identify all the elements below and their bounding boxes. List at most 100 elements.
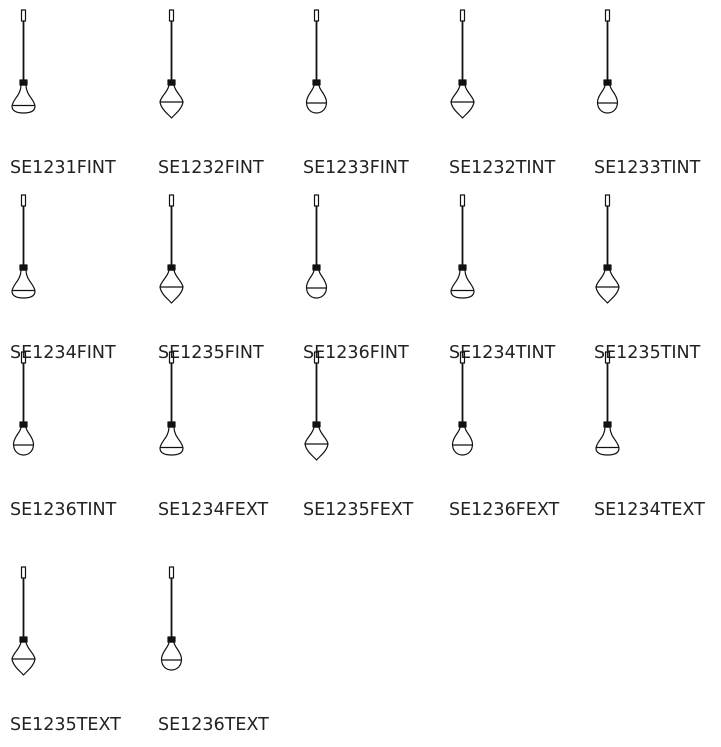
ceiling-mount <box>604 9 611 22</box>
product-code-label: SE1232FINT <box>158 158 264 178</box>
lamp-item: SE1233FINT <box>303 9 433 190</box>
lamp-item: SE1236FEXT <box>449 351 579 532</box>
ceiling-mount <box>313 351 320 364</box>
product-code-label: SE1235FINT <box>158 343 264 363</box>
lamp-item: SE1236FINT <box>303 194 433 375</box>
bulb-icon <box>160 566 183 671</box>
bulb-icon <box>12 351 35 456</box>
shade-outline <box>450 269 475 299</box>
product-code-label: SE1234TEXT <box>594 500 705 520</box>
ceiling-mount <box>168 9 175 22</box>
shade-outline <box>160 641 183 671</box>
flare-icon <box>595 351 620 456</box>
ceiling-mount <box>459 9 466 22</box>
shade-outline <box>11 269 36 299</box>
lamp-item: SE1234TEXT <box>594 351 721 532</box>
product-code-label: SE1232TINT <box>449 158 556 178</box>
flare-icon <box>159 351 184 456</box>
lamp-item: SE1235FEXT <box>303 351 433 532</box>
lamp-socket <box>458 421 467 428</box>
lamp-item: SE1232FINT <box>158 9 288 190</box>
product-code-label: SE1235TEXT <box>10 715 121 735</box>
ceiling-mount <box>604 351 611 364</box>
ceiling-mount <box>20 9 27 22</box>
lamp-socket <box>167 636 176 643</box>
ceiling-mount <box>313 194 320 207</box>
lamp-item: SE1231FINT <box>10 9 140 190</box>
shade-outline <box>596 84 619 114</box>
bulb-icon <box>305 9 328 114</box>
ceiling-mount <box>20 351 27 364</box>
diamond-icon <box>159 9 184 119</box>
lamp-item: SE1233TINT <box>594 9 721 190</box>
product-code-label: SE1236FINT <box>303 343 409 363</box>
product-code-label: SE1233FINT <box>303 158 409 178</box>
lamp-item: SE1234FINT <box>10 194 140 375</box>
ceiling-mount <box>313 9 320 22</box>
product-code-label: SE1234FINT <box>10 343 116 363</box>
product-code-label: SE1234TINT <box>449 343 556 363</box>
lamp-item: SE1234FEXT <box>158 351 288 532</box>
flare-icon <box>450 194 475 299</box>
lamp-socket <box>167 79 176 86</box>
diamond-icon <box>450 9 475 119</box>
lamp-socket <box>458 79 467 86</box>
lamp-item: SE1232TINT <box>449 9 579 190</box>
flare-icon <box>11 9 36 114</box>
diamond-icon <box>11 566 36 676</box>
lamp-socket <box>603 79 612 86</box>
product-code-label: SE1235TINT <box>594 343 701 363</box>
product-code-label: SE1236TEXT <box>158 715 269 735</box>
lamp-item: SE1236TINT <box>10 351 140 532</box>
product-code-label: SE1233TINT <box>594 158 701 178</box>
lamp-socket <box>603 421 612 428</box>
shade-outline <box>305 269 328 299</box>
shade-outline <box>11 84 36 114</box>
ceiling-mount <box>20 194 27 207</box>
product-code-label: SE1236TINT <box>10 500 117 520</box>
ceiling-mount <box>604 194 611 207</box>
ceiling-mount <box>168 566 175 579</box>
lamp-item: SE1235TEXT <box>10 566 140 747</box>
shade-outline <box>304 426 329 461</box>
shade-outline <box>451 426 474 456</box>
product-code-label: SE1236FEXT <box>449 500 560 520</box>
shade-outline <box>159 426 184 456</box>
lamp-socket <box>312 79 321 86</box>
product-code-label: SE1234FEXT <box>158 500 269 520</box>
shade-outline <box>11 641 36 676</box>
lamp-socket <box>312 421 321 428</box>
ceiling-mount <box>168 194 175 207</box>
shade-outline <box>595 269 620 304</box>
product-code-label: SE1231FINT <box>10 158 116 178</box>
ceiling-mount <box>20 566 27 579</box>
lamp-item: SE1235FINT <box>158 194 288 375</box>
lamp-socket <box>19 421 28 428</box>
shade-outline <box>159 84 184 119</box>
bulb-icon <box>305 194 328 299</box>
lamp-socket <box>19 264 28 271</box>
lamp-item: SE1235TINT <box>594 194 721 375</box>
lamp-socket <box>603 264 612 271</box>
shade-outline <box>12 426 35 456</box>
lamp-socket <box>167 264 176 271</box>
diamond-icon <box>304 351 329 461</box>
flare-icon <box>11 194 36 299</box>
product-code-label: SE1235FEXT <box>303 500 414 520</box>
pendant-lamp-catalog: SE1231FINT SE1232FINT SE1233FINT SE1232TINT… <box>10 9 721 735</box>
lamp-item: SE1234TINT <box>449 194 579 375</box>
bulb-icon <box>451 351 474 456</box>
ceiling-mount <box>168 351 175 364</box>
lamp-socket <box>19 79 28 86</box>
shade-outline <box>305 84 328 114</box>
diamond-icon <box>159 194 184 304</box>
lamp-item: SE1236TEXT <box>158 566 288 747</box>
shade-outline <box>159 269 184 304</box>
ceiling-mount <box>459 194 466 207</box>
lamp-socket <box>19 636 28 643</box>
lamp-socket <box>167 421 176 428</box>
diamond-icon <box>595 194 620 304</box>
lamp-socket <box>458 264 467 271</box>
shade-outline <box>595 426 620 456</box>
ceiling-mount <box>459 351 466 364</box>
